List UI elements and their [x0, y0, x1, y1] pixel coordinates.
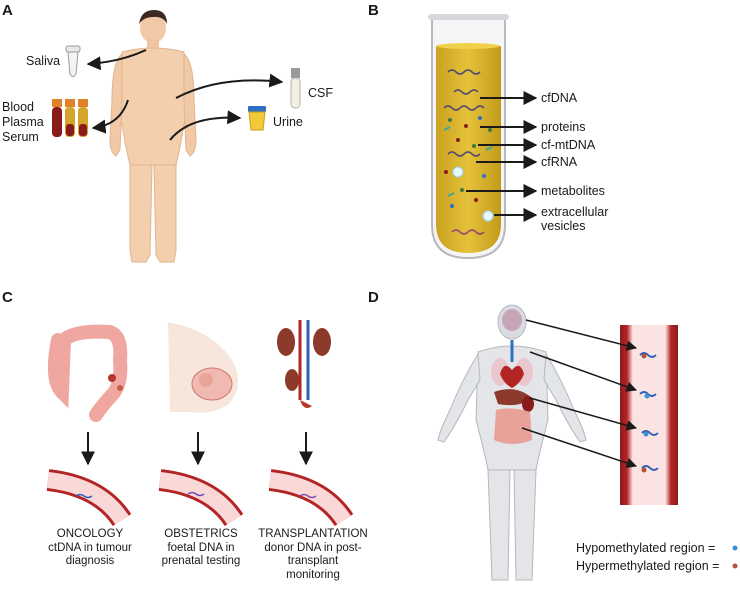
hypermethylated-dot	[732, 563, 738, 569]
caption-obstetrics-title: OBSTETRICS	[164, 528, 238, 540]
panel-letter-b: B	[368, 2, 379, 19]
label-extracellular: extracellular	[541, 205, 609, 219]
hypomethylated-dot	[732, 545, 738, 551]
csf-tube-icon	[290, 68, 301, 109]
legend-hypomethylated: Hypomethylated region =	[576, 541, 716, 555]
cfdna-fragment-3	[641, 430, 659, 437]
label-plasma: Plasma	[2, 115, 44, 129]
panel-letter-a: A	[2, 2, 13, 19]
pregnancy-icon	[165, 322, 239, 413]
caption-transplantation-line3: monitoring	[286, 568, 340, 581]
human-figure-a	[109, 10, 197, 263]
vessel-oncology	[46, 469, 132, 527]
caption-obstetrics: OBSTETRICS foetal DNA in prenatal testin…	[146, 528, 256, 569]
urine-cup-icon	[248, 106, 266, 131]
caption-transplantation-title: TRANSPLANTATION	[258, 528, 368, 540]
arrow-csf	[175, 73, 284, 99]
caption-oncology-title: ONCOLOGY	[56, 528, 124, 540]
caption-transplantation: TRANSPLANTATION donor DNA in post- trans…	[252, 528, 374, 582]
label-metabolites: metabolites	[541, 184, 605, 198]
arrow-saliva	[86, 49, 147, 71]
label-saliva: Saliva	[26, 54, 61, 68]
cfdna-fragment-4	[641, 465, 659, 473]
arrow-urine	[169, 110, 242, 141]
panel-letter-c: C	[2, 289, 13, 306]
vessel-d	[620, 325, 678, 505]
caption-obstetrics-line2: prenatal testing	[161, 555, 241, 567]
cfdna-fragment-2	[639, 391, 657, 399]
cfdna-fragment-1	[639, 352, 657, 359]
caption-oncology: ONCOLOGY ctDNA in tumour diagnosis	[30, 528, 150, 569]
label-serum: Serum	[2, 130, 39, 144]
caption-transplantation-line2: transplant	[287, 555, 339, 567]
label-csf: CSF	[308, 86, 333, 100]
label-proteins: proteins	[541, 120, 586, 134]
label-cfdna: cfDNA	[541, 91, 578, 105]
caption-oncology-line2: diagnosis	[65, 555, 115, 567]
vessel-obstetrics	[158, 469, 244, 527]
caption-oncology-line1: ctDNA in tumour	[48, 541, 132, 554]
label-cfrna: cfRNA	[541, 155, 578, 169]
label-cf-mtdna: cf-mtDNA	[541, 138, 596, 152]
label-urine: Urine	[273, 115, 303, 129]
label-vesicles: vesicles	[541, 219, 586, 233]
arrow-gut	[521, 427, 637, 468]
legend-hypermethylated: Hypermethylated region =	[576, 559, 720, 573]
saliva-tube-icon	[65, 45, 81, 77]
human-outline-d	[437, 304, 587, 581]
arrow-liver	[529, 397, 638, 431]
blood-tubes-icon	[52, 99, 88, 137]
arrow-brain	[525, 319, 638, 351]
vessel-transplantation	[268, 469, 354, 527]
arrow-blood	[91, 99, 129, 134]
label-blood: Blood	[2, 100, 34, 114]
panel-letter-d: D	[368, 289, 379, 306]
kidney-transplant-icon	[277, 320, 331, 408]
arrow-lung	[529, 351, 637, 392]
caption-obstetrics-line1: foetal DNA in	[167, 541, 235, 554]
colon-icon	[47, 324, 128, 422]
blood-sample-tube	[428, 14, 509, 260]
caption-transplantation-line1: donor DNA in post-	[264, 541, 362, 554]
